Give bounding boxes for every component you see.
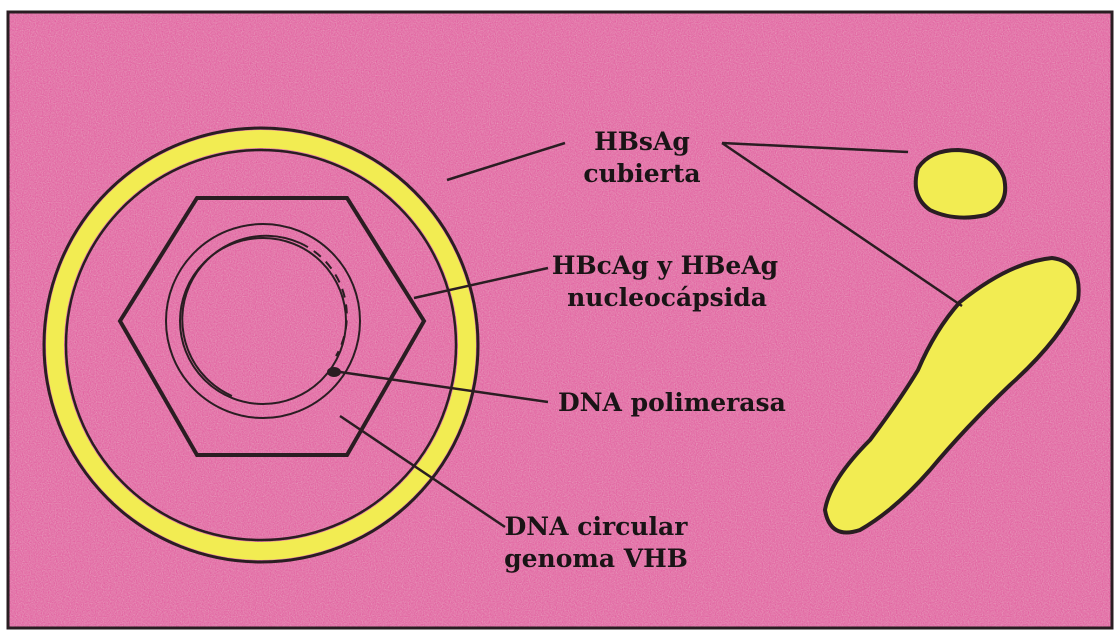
label-hbsag-title: HBsAg: [594, 127, 690, 156]
label-hbsag-sub: cubierta: [583, 159, 700, 188]
label-circular-title: DNA circular: [505, 512, 689, 541]
label-hbcag-title: HBcAg y HBeAg: [552, 251, 778, 280]
spherical-particle: [916, 150, 1005, 218]
label-polimerasa: DNA polimerasa: [558, 388, 786, 417]
label-circular-sub: genoma VHB: [504, 544, 688, 573]
polymerase-dot: [327, 367, 341, 377]
label-hbcag-sub: nucleocápsida: [567, 283, 767, 312]
